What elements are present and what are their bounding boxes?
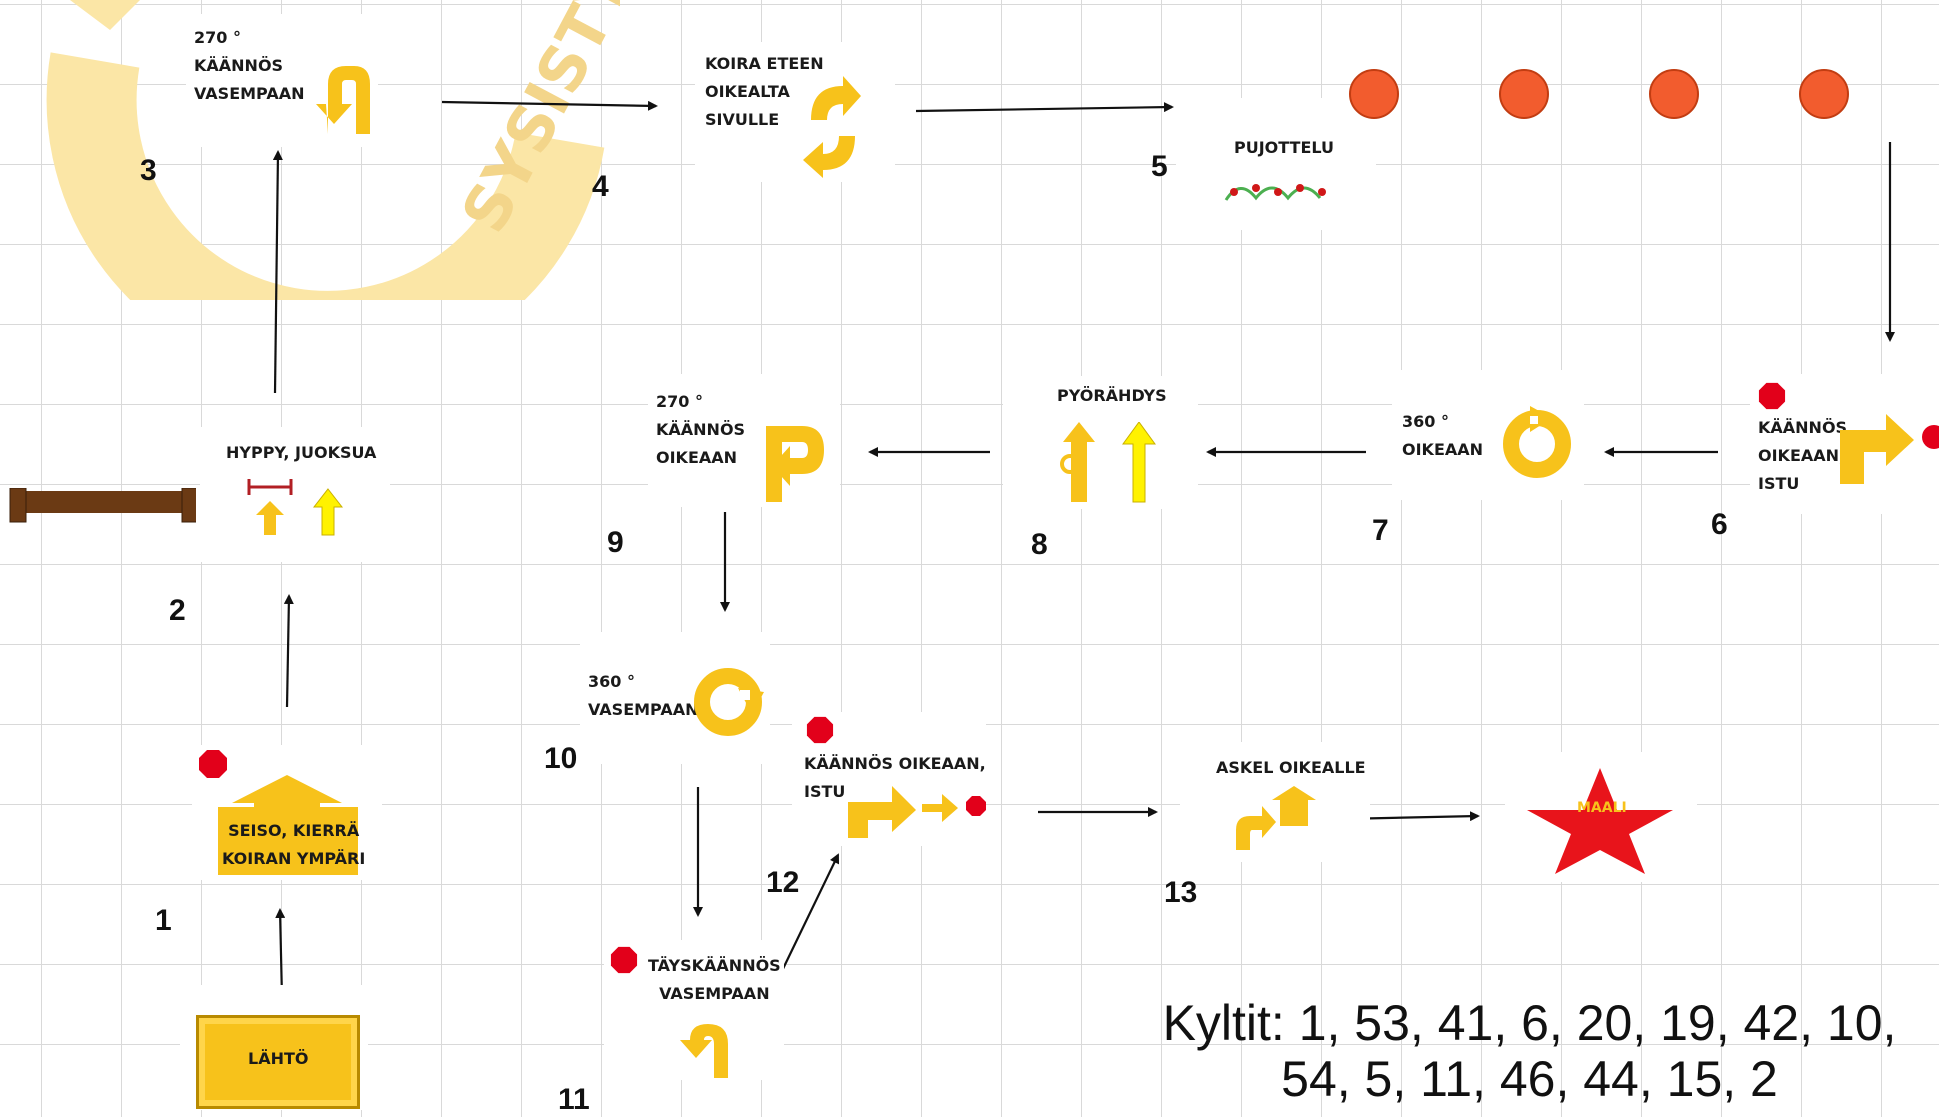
sign-9-label: 270 ° KÄÄNNÖS OIKEAAN (656, 392, 746, 467)
cone-icon (1649, 69, 1699, 119)
finish-sign: MAALI (1505, 752, 1697, 882)
up-arrow-icon (218, 775, 358, 875)
circle-right-icon (1503, 406, 1571, 478)
sign-13: ASKEL OIKEALLE (1180, 742, 1370, 862)
sign-8-label: PYÖRÄHDYS (1057, 386, 1167, 405)
start-sign: LÄHTÖ (180, 985, 368, 1110)
sign-11: TÄYSKÄÄNNÖS VASEMPAAN (604, 940, 784, 1080)
sign-10-label: 360 ° VASEMPAAN (588, 672, 699, 719)
step-number-10: 10 (544, 742, 578, 775)
step-number-9: 9 (607, 526, 624, 559)
step-right-icon (1236, 786, 1316, 850)
sign-9: 270 ° KÄÄNNÖS OIKEAAN (648, 374, 840, 507)
sign-3: 270 ° KÄÄNNÖS VASEMPAAN (186, 14, 378, 147)
start-label: LÄHTÖ (248, 1049, 309, 1068)
sign-8: PYÖRÄHDYS (1003, 376, 1198, 509)
cone-icon (1499, 69, 1549, 119)
sign-12-label: KÄÄNNÖS OIKEAAN, ISTU (804, 754, 986, 801)
star-icon (1527, 768, 1673, 874)
turn-right-270-icon (766, 426, 824, 502)
arrow-2-to-3 (272, 150, 283, 394)
sign-11-label: TÄYSKÄÄNNÖS VASEMPAAN (648, 956, 781, 1003)
cone-icon (1349, 69, 1399, 119)
turn-right-icon (1840, 414, 1939, 484)
stop-sign-icon (1758, 382, 1786, 410)
stop-sign-icon (199, 750, 227, 778)
spin-forward-icon (1060, 422, 1156, 503)
sign-list-line-2: 54, 5, 11, 46, 44, 15, 2 (1281, 1051, 1778, 1107)
step-number-6: 6 (1711, 508, 1728, 541)
arrow-11-to-12 (779, 853, 840, 976)
step-number-1: 1 (155, 904, 172, 937)
sign-5: PUJOTTELU (1176, 98, 1376, 230)
turn-right-sit-icon (848, 786, 986, 838)
step-number-5: 5 (1151, 150, 1168, 183)
weave-icon (1224, 184, 1326, 201)
sign-6-label: KÄÄNNÖS OIKEAAN, ISTU (1758, 418, 1848, 493)
step-number-11: 11 (558, 1083, 590, 1116)
u-turn-left-icon (680, 1024, 728, 1078)
sign-4: KOIRA ETEEN OIKEALTA SIVULLE (695, 42, 895, 182)
step-number-12: 12 (766, 866, 800, 899)
finish-label: MAALI (1577, 800, 1627, 816)
step-number-7: 7 (1372, 514, 1389, 547)
sign-7-label: 360 ° OIKEAAN (1402, 412, 1484, 459)
step-number-13: 13 (1164, 876, 1198, 909)
sign-1-label: SEISO, KIERRÄ KOIRAN YMPÄRI (222, 821, 366, 868)
step-number-8: 8 (1031, 528, 1048, 561)
sign-list-caption: Kyltit: 1, 53, 41, 6, 20, 19, 42, 10, 54… (1120, 995, 1939, 1107)
turn-left-270-icon (316, 66, 370, 134)
arrow-4-to-5 (915, 102, 1174, 113)
arrow-3-to-4 (441, 100, 658, 111)
dog-front-circle-icon (803, 76, 861, 178)
arrow-1-to-2 (283, 594, 294, 708)
stop-sign-icon (610, 946, 638, 974)
circle-left-icon (694, 668, 764, 736)
sign-10: 360 ° VASEMPAAN (580, 632, 770, 764)
watermark-logo: SYSISTYS RY (46, 0, 620, 300)
sign-1: SEISO, KIERRÄ KOIRAN YMPÄRI (192, 745, 382, 880)
start-plate (196, 1015, 360, 1109)
step-number-2: 2 (169, 594, 186, 627)
sign-3-label: 270 ° KÄÄNNÖS VASEMPAAN (194, 28, 305, 103)
sign-6: KÄÄNNÖS OIKEAAN, ISTU (1750, 374, 1939, 514)
sign-2-label: HYPPY, JUOKSUA (226, 443, 377, 462)
sign-12: KÄÄNNÖS OIKEAAN, ISTU (792, 712, 986, 846)
sign-7: 360 ° OIKEAAN (1392, 370, 1584, 500)
sign-4-label: KOIRA ETEEN OIKEALTA SIVULLE (705, 54, 824, 129)
stop-sign-icon (806, 716, 834, 744)
jump-icon (247, 479, 344, 536)
jump-bar-icon (9, 488, 196, 523)
sign-2: HYPPY, JUOKSUA (200, 427, 390, 562)
sign-5-label: PUJOTTELU (1234, 138, 1335, 157)
step-number-4: 4 (592, 170, 609, 203)
sign-13-label: ASKEL OIKEALLE (1216, 758, 1366, 777)
step-number-3: 3 (140, 154, 157, 187)
cone-icon (1799, 69, 1849, 119)
sign-list-line-1: Kyltit: 1, 53, 41, 6, 20, 19, 42, 10, (1162, 995, 1897, 1051)
arrow-start-to-1 (275, 908, 286, 999)
